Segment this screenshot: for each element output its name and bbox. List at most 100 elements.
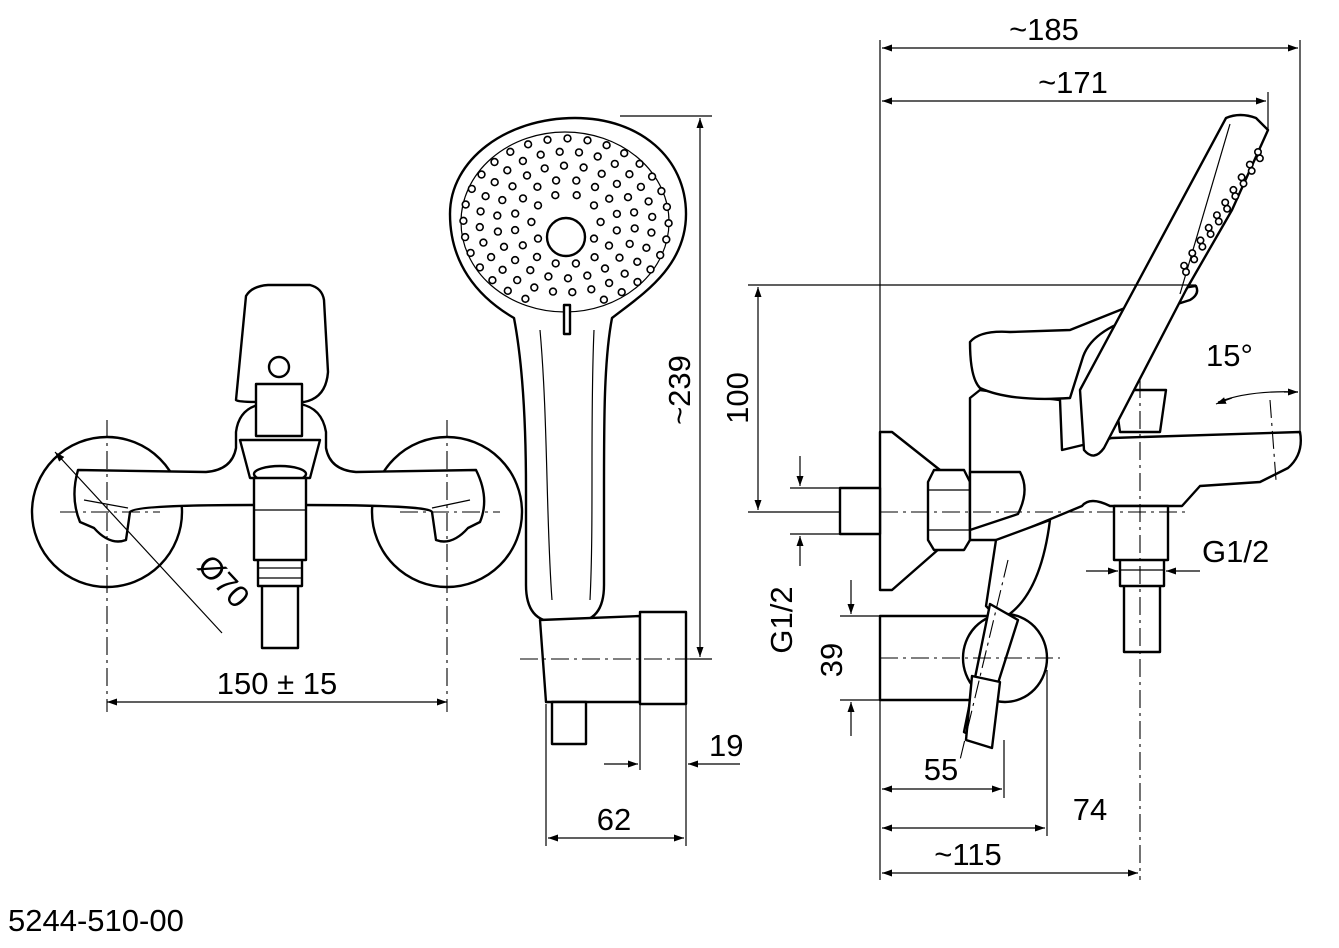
nozzle-dot <box>522 171 532 180</box>
dim-wall-spacing: 150 ± 15 <box>217 666 337 701</box>
nozzle-dot <box>1237 173 1246 182</box>
dim-shower-length: ~239 <box>662 355 697 425</box>
hose-connector <box>550 700 588 746</box>
nozzle-dot <box>610 159 619 169</box>
nozzle-dot <box>602 141 611 150</box>
nozzle-dot <box>1229 185 1238 194</box>
nozzle-dot <box>527 217 536 227</box>
nozzle-dot <box>475 222 484 232</box>
nozzle-dot <box>532 252 542 262</box>
nozzle-dot <box>579 163 588 172</box>
nozzle-dot <box>642 243 651 253</box>
dim-handle-angle: 15° <box>1206 338 1253 373</box>
side-hose-end <box>964 674 1002 750</box>
nozzle-dot <box>583 271 592 280</box>
body-joint <box>968 470 1026 532</box>
nozzle-dot <box>1196 236 1205 245</box>
nozzle-dot <box>510 255 520 265</box>
nozzle-dot <box>476 207 485 216</box>
nozzle-dot <box>604 278 614 288</box>
nozzle-dot <box>533 234 543 243</box>
nozzle-dot <box>647 212 657 222</box>
nozzle-dot <box>646 265 655 274</box>
nozzle-dot <box>498 265 507 274</box>
nozzle-dot <box>555 147 564 157</box>
nozzle-dot <box>589 201 599 210</box>
nozzle-dot <box>587 285 596 294</box>
nozzle-dot <box>1245 160 1254 169</box>
nozzle-dot <box>518 156 528 166</box>
nozzle-dot <box>499 242 509 252</box>
nozzle-dot <box>644 197 653 206</box>
dim-holder-width: 62 <box>597 802 631 837</box>
nozzle-dot <box>590 253 599 262</box>
dim-outlet-offset: ~115 <box>934 837 1002 872</box>
nozzle-dot <box>530 283 539 292</box>
dim-holder-offset: 55 <box>924 752 958 787</box>
dim-holder-height: 39 <box>814 643 849 677</box>
nozzle-dot <box>459 216 468 226</box>
nozzle-dot <box>596 217 605 227</box>
nozzle-dot <box>1182 267 1191 276</box>
nozzle-dot <box>477 170 486 179</box>
nozzle-dot <box>512 275 522 285</box>
centerline <box>959 559 1009 761</box>
dim-thread-right: G1/2 <box>1202 534 1269 569</box>
nozzle-dot <box>467 184 476 194</box>
outlet-spindle <box>252 382 308 650</box>
dim-total-depth: ~185 <box>1009 12 1079 47</box>
nozzle-dot <box>479 238 488 247</box>
nozzle-dot <box>635 159 644 169</box>
angle-arrow <box>1215 397 1233 405</box>
nozzle-dot <box>523 140 533 149</box>
nozzle-dot <box>1180 261 1189 270</box>
nozzle-dot <box>1204 223 1213 232</box>
nozzle-dot <box>647 172 657 181</box>
nozzle-dot <box>526 266 535 275</box>
front-view-mixer: 150 ± 15 Ø70 <box>30 283 524 712</box>
nozzle-dot <box>475 263 485 272</box>
hand-shower-view: ~239 62 19 <box>448 115 743 846</box>
nozzle-dot <box>657 186 666 196</box>
body-edge-left <box>83 499 129 509</box>
nozzle-dot <box>518 194 528 203</box>
nozzle-dot <box>612 226 621 235</box>
nozzle-dot <box>589 234 599 243</box>
nozzle-dot <box>503 286 512 295</box>
nozzle-dot <box>559 161 569 170</box>
handle-contour <box>589 329 595 601</box>
dim-line-rosette-diameter <box>54 451 223 634</box>
side-body <box>968 388 1302 542</box>
hex-nut <box>926 468 972 552</box>
nozzle-dot <box>551 191 560 200</box>
nozzle-dot <box>572 191 581 200</box>
shower-side-contour <box>1179 123 1231 295</box>
nozzle-dot <box>615 253 624 262</box>
dim-rosette-diameter: Ø70 <box>191 548 257 615</box>
nozzle-dot <box>1214 217 1223 226</box>
handle-contour <box>539 329 553 601</box>
nozzle-dot <box>629 208 639 217</box>
mixer-handle <box>234 283 330 404</box>
nozzle-dot <box>630 224 639 233</box>
nozzle-dot <box>543 135 552 145</box>
nozzle-dot <box>600 264 610 273</box>
nozzle-dot <box>493 211 502 220</box>
nozzle-dot <box>647 228 656 237</box>
nozzle-dot <box>1223 204 1232 213</box>
nozzle-dot <box>604 194 614 203</box>
nozzle-dot <box>481 192 490 201</box>
nozzle-dot <box>1247 166 1256 175</box>
side-nozzles <box>1180 148 1264 276</box>
centerline <box>1269 399 1277 481</box>
nozzle-dot <box>1206 230 1215 239</box>
nozzle-dot <box>490 178 499 187</box>
nozzle-dot <box>662 235 671 244</box>
nozzle-dot <box>599 295 609 304</box>
nozzle-dot <box>583 136 592 145</box>
nozzle-dot <box>466 248 475 258</box>
nozzle-dot <box>619 149 629 158</box>
nozzle-dot <box>1239 179 1248 188</box>
spray-selector-icon <box>562 303 572 336</box>
